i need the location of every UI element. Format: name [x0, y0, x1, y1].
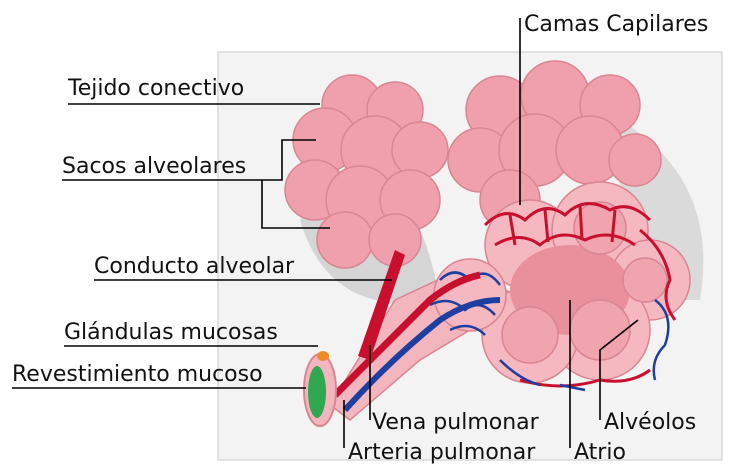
alveolar-sac-right [447, 60, 662, 231]
mucous-lining-mark [308, 366, 326, 418]
artery-branch-upper [358, 250, 405, 360]
leader-lines [12, 18, 639, 448]
label-mucous-glands: Glándulas mucosas [64, 320, 278, 345]
alveolar-sac-left [284, 74, 449, 269]
label-mucous-lining: Revestimiento mucoso [12, 362, 263, 387]
label-pulmonary-artery: Arteria pulmonar [348, 440, 536, 465]
label-pulmonary-vein: Vena pulmonar [372, 410, 539, 435]
label-atrium: Atrio [574, 440, 626, 465]
label-connective-tissue: Tejido conectivo [68, 76, 245, 101]
label-alveolar-sacs: Sacos alveolares [62, 154, 247, 179]
pulmonary-vein-vessel [332, 271, 481, 398]
mucous-gland-mark [317, 351, 329, 361]
alveoli-cut-section [433, 181, 691, 384]
label-capillary-beds: Camas Capilares [524, 12, 709, 37]
label-alveolar-duct: Conducto alveolar [94, 254, 295, 279]
label-alveoli: Alvéolos [604, 410, 697, 435]
pulmonary-artery-vessel [342, 297, 501, 413]
